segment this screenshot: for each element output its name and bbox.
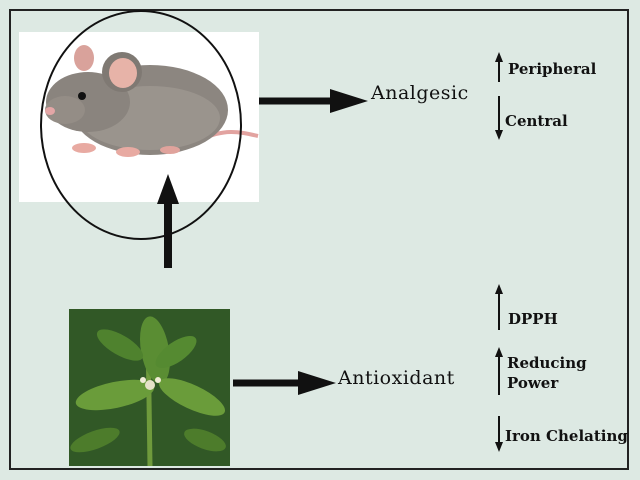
- mouse-image: [19, 32, 259, 202]
- plant-image: [69, 309, 230, 467]
- analgesic-label: Analgesic: [371, 82, 469, 104]
- reducing-power-up-arrow: [495, 347, 503, 395]
- central-label: Central: [505, 112, 568, 130]
- peripheral-label: Peripheral: [508, 60, 597, 78]
- mouse-to-analgesic-arrowhead: [330, 89, 368, 113]
- dpph-up-arrow: [495, 284, 503, 330]
- dpph-label: DPPH: [508, 310, 558, 328]
- antioxidant-label: Antioxidant: [338, 367, 455, 389]
- central-down-arrow: [495, 96, 503, 140]
- plant-to-antioxidant-arrowhead: [298, 371, 336, 395]
- peripheral-up-arrow: [495, 52, 503, 82]
- reducing-power-label: Reducing Power: [507, 354, 587, 392]
- iron-chelating-label: Iron Chelating: [505, 427, 628, 445]
- iron-chelating-down-arrow: [495, 416, 503, 452]
- mouse-ellipse: [40, 10, 242, 240]
- plant-to-mouse-arrowhead: [157, 174, 179, 204]
